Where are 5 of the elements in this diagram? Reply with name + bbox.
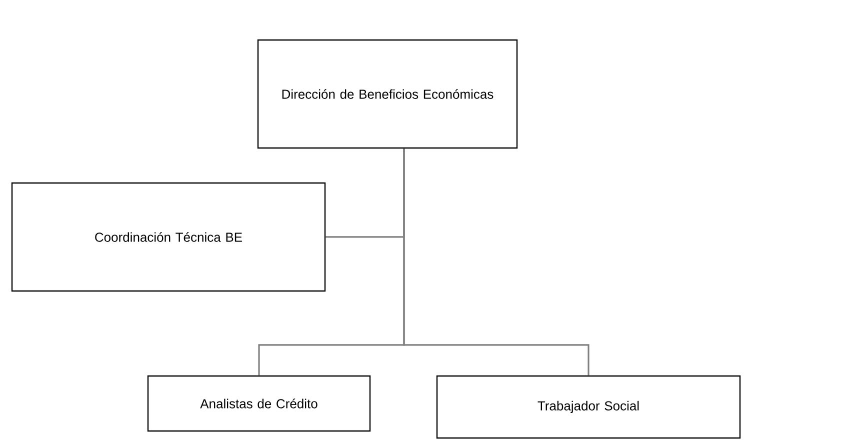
org-box: Analistas de Crédito [147, 375, 371, 432]
org-box: Dirección de Beneficios Económicas [257, 39, 518, 149]
org-box: Trabajador Social [436, 375, 741, 439]
org-box: Coordinación Técnica BE [11, 182, 326, 292]
connector [403, 148, 590, 376]
